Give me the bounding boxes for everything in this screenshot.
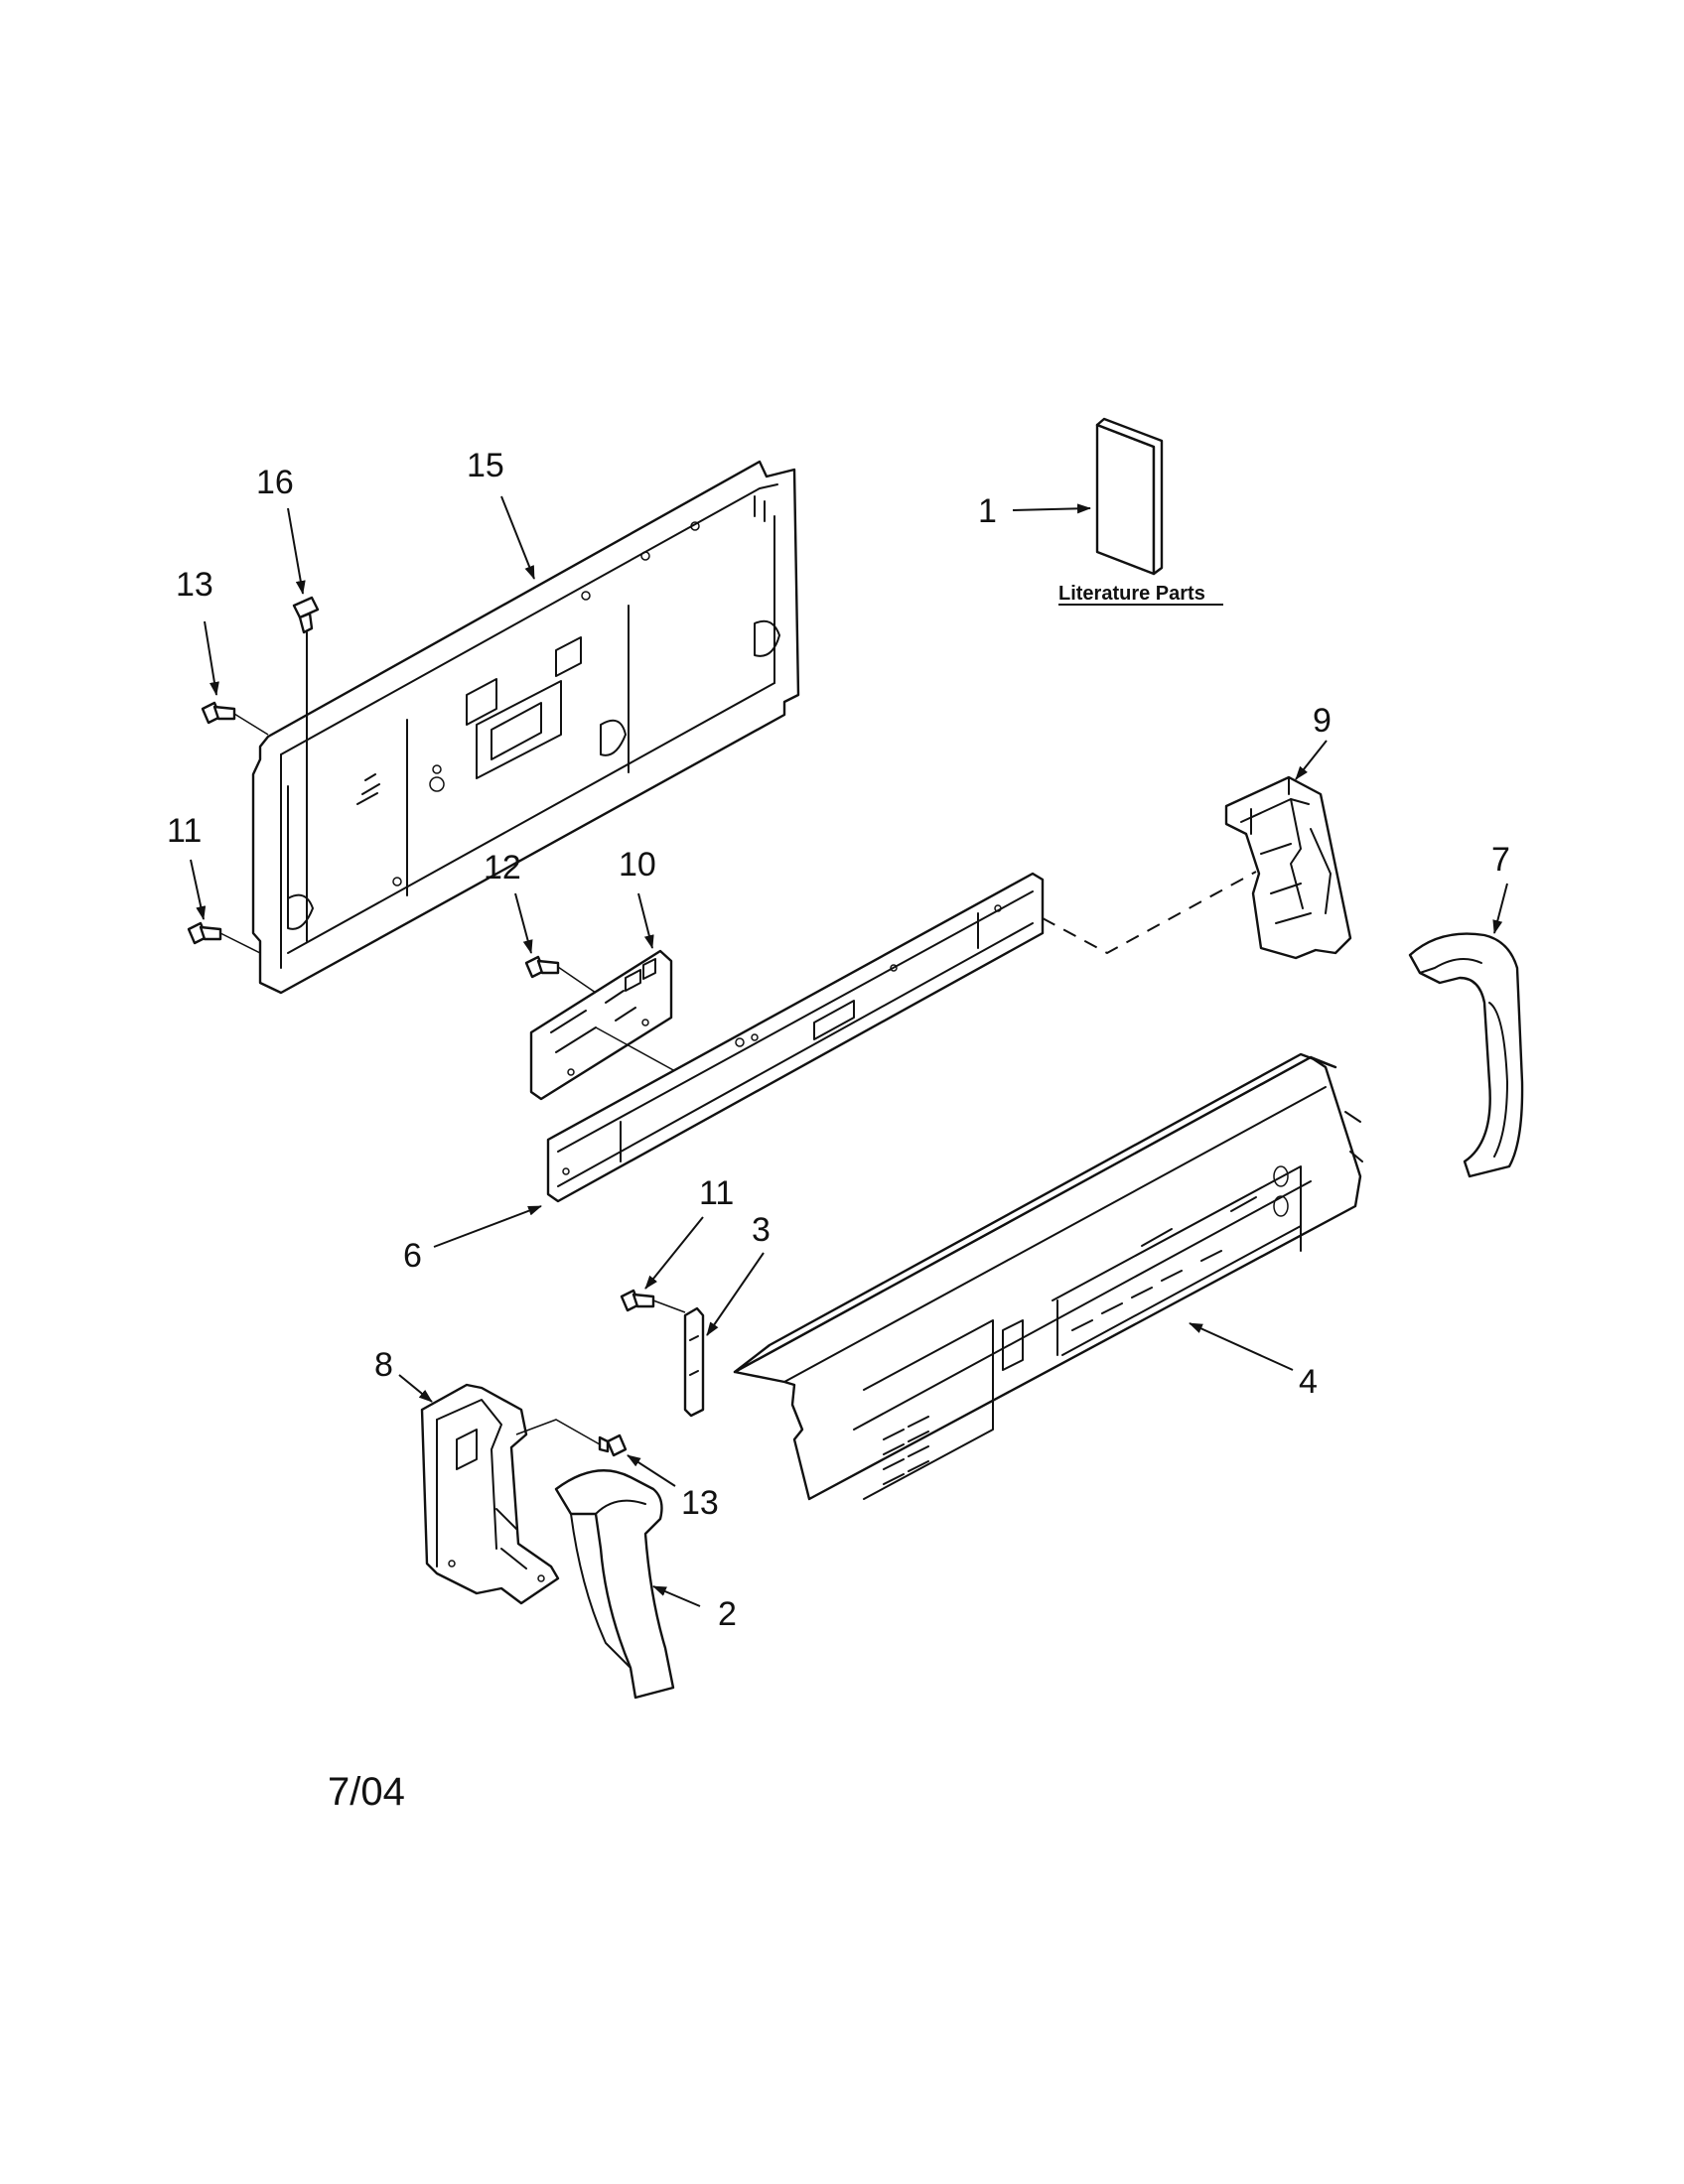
left-end-cap bbox=[554, 1469, 675, 1700]
callout-11-left: 11 bbox=[167, 812, 202, 850]
screw-16 bbox=[292, 596, 320, 942]
leader-2 bbox=[652, 1585, 701, 1607]
callout-6: 6 bbox=[403, 1237, 422, 1275]
leader-15 bbox=[500, 495, 535, 580]
screw-11-middle bbox=[620, 1289, 686, 1313]
leader-12 bbox=[514, 892, 533, 954]
callout-8: 8 bbox=[374, 1346, 393, 1384]
leader-9 bbox=[1295, 740, 1328, 780]
callout-4: 4 bbox=[1299, 1363, 1318, 1401]
callout-3: 3 bbox=[752, 1211, 771, 1249]
left-end-bracket bbox=[420, 1383, 560, 1605]
callout-9: 9 bbox=[1313, 702, 1332, 740]
screw-12 bbox=[524, 955, 597, 994]
right-end-cap bbox=[1408, 932, 1524, 1178]
rear-console-panel bbox=[251, 460, 800, 995]
leader-16 bbox=[287, 507, 306, 595]
control-board bbox=[529, 949, 696, 1101]
callout-10: 10 bbox=[619, 846, 656, 884]
dashed-connector bbox=[1042, 871, 1257, 955]
mounting-rail bbox=[546, 872, 1045, 1203]
callout-13-lower: 13 bbox=[681, 1484, 719, 1522]
screw-11-left bbox=[187, 921, 261, 954]
callout-15: 15 bbox=[467, 447, 504, 484]
small-bracket-3 bbox=[683, 1306, 705, 1418]
leader-10 bbox=[637, 892, 654, 949]
screw-13-top bbox=[201, 701, 269, 736]
leader-1 bbox=[1012, 503, 1091, 514]
revision-date: 7/04 bbox=[328, 1770, 405, 1814]
callout-11-middle: 11 bbox=[699, 1174, 734, 1212]
leader-13-lower bbox=[627, 1454, 676, 1487]
leader-6 bbox=[433, 1205, 542, 1248]
callout-2: 2 bbox=[718, 1595, 737, 1633]
literature-booklet bbox=[1095, 417, 1164, 576]
leader-3 bbox=[706, 1252, 765, 1336]
screw-13-lower bbox=[515, 1419, 628, 1457]
leader-8 bbox=[398, 1374, 433, 1403]
literature-parts-label: Literature Parts bbox=[1058, 583, 1205, 605]
leader-13-top bbox=[204, 620, 219, 696]
leader-7 bbox=[1492, 883, 1508, 934]
leader-4 bbox=[1189, 1322, 1294, 1371]
leader-11-middle bbox=[644, 1216, 704, 1290]
callout-12: 12 bbox=[484, 849, 521, 887]
right-end-bracket bbox=[1224, 775, 1352, 960]
control-panel bbox=[733, 1052, 1363, 1501]
callout-7: 7 bbox=[1491, 841, 1510, 879]
leader-11-left bbox=[190, 859, 207, 920]
callout-1: 1 bbox=[978, 492, 997, 530]
callout-16: 16 bbox=[256, 464, 294, 501]
callout-13-top: 13 bbox=[176, 566, 213, 604]
